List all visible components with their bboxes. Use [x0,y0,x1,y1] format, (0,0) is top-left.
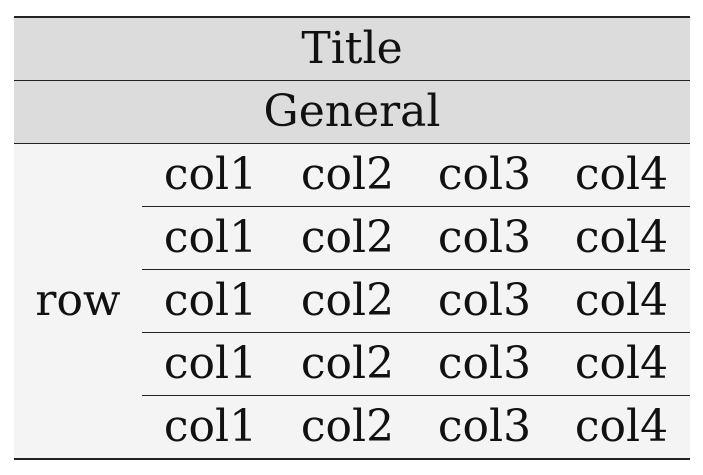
table-cell: col2 [279,143,416,207]
table-cell: col4 [553,395,690,460]
table-cell: col3 [416,332,553,396]
table-cell: col2 [279,269,416,333]
table-cell: col4 [553,269,690,333]
table-cell: col1 [142,269,279,333]
table-cell: col3 [416,206,553,270]
table-cell: col2 [279,395,416,460]
title-row: Title [14,16,690,81]
table-cell: col4 [553,332,690,396]
group-header: General [14,80,690,144]
table-cell: col3 [416,269,553,333]
table-title: Title [14,16,690,81]
row-label: row [14,143,142,460]
group-header-row: General [14,80,690,144]
table-cell: col1 [142,332,279,396]
table-cell: col4 [553,206,690,270]
table-cell: col1 [142,143,279,207]
table-cell: col3 [416,395,553,460]
table-cell: col1 [142,206,279,270]
table-cell: col3 [416,143,553,207]
table-cell: col1 [142,395,279,460]
table-cell: col2 [279,206,416,270]
table-cell: col2 [279,332,416,396]
table-cell: col4 [553,143,690,207]
